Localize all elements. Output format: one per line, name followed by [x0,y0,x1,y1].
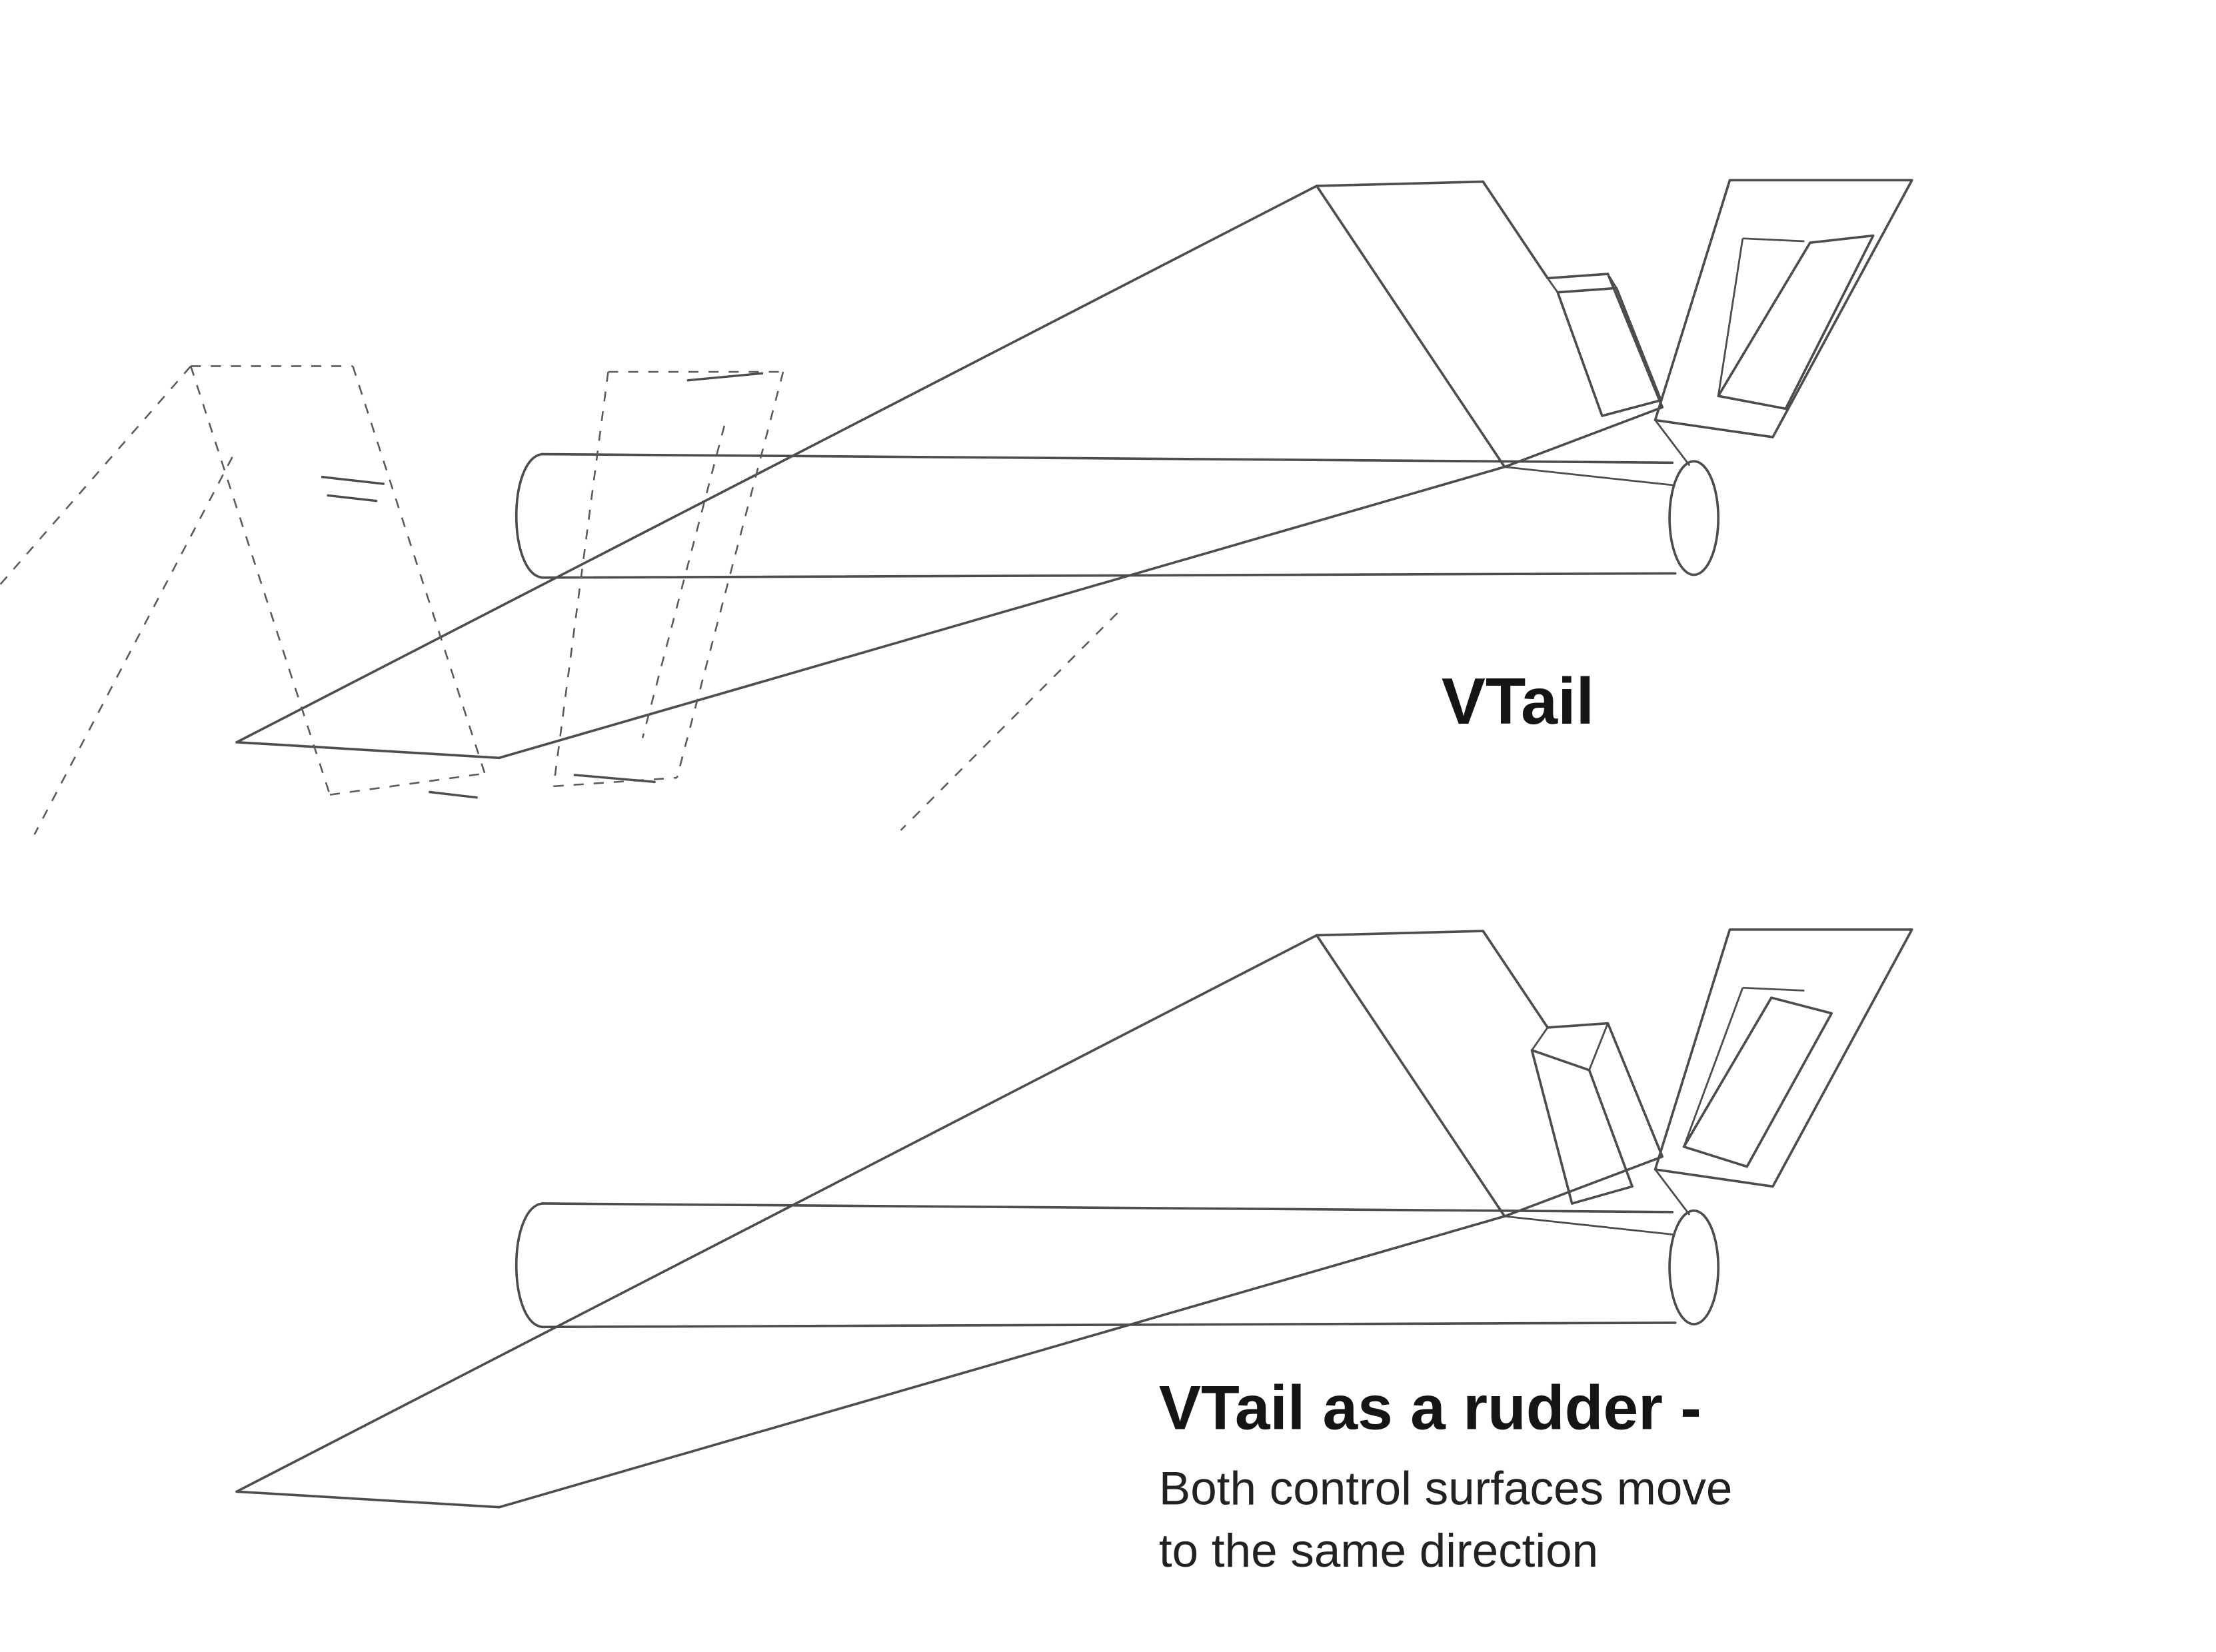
vtail-rudder-control-surfaces [1530,987,1833,1205]
vtail-neutral-control-surfaces [1546,234,1875,417]
vtail-ghost-surface-ticks [321,372,764,799]
vtail-rudder-drawing [235,928,1913,1509]
vtail-rudder-caption: VTail as a rudder - [1158,1373,1701,1443]
vtail-neutral-caption: VTail [1441,664,1595,738]
vtail-neutral-drawing [0,179,1913,835]
vtail-rudder-subtitle-line2: to the same direction [1158,1524,1599,1577]
vtail-ghost-outline [0,365,1118,835]
vtail-rudder-subtitle-line1: Both control surfaces move [1158,1461,1733,1515]
